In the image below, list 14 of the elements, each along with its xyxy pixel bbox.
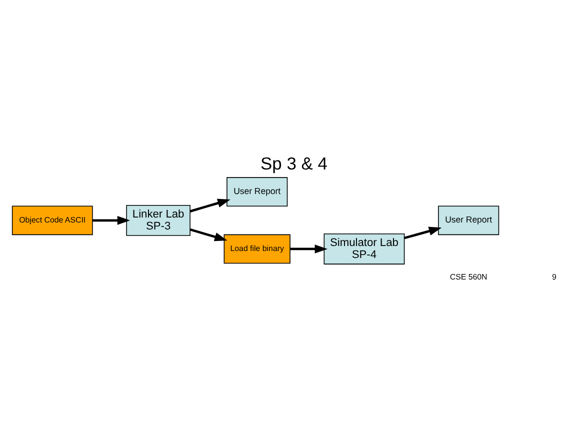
arrow <box>290 244 328 254</box>
diagram-title: Sp 3 & 4 <box>260 153 328 174</box>
node-box: Simulator Lab SP-4 <box>324 234 405 264</box>
label: 9 <box>552 272 556 282</box>
node-box: User Report <box>438 206 500 236</box>
node-box: Load file binary <box>224 234 290 264</box>
node-box: Object Code ASCII <box>12 206 93 236</box>
arrow <box>92 216 130 225</box>
node-box: User Report <box>226 177 288 207</box>
arrow <box>404 226 442 240</box>
node-box: Linker Lab SP-3 <box>126 204 190 236</box>
arrow <box>190 228 228 242</box>
arrow <box>190 198 230 212</box>
label: CSE 560N <box>450 272 488 282</box>
